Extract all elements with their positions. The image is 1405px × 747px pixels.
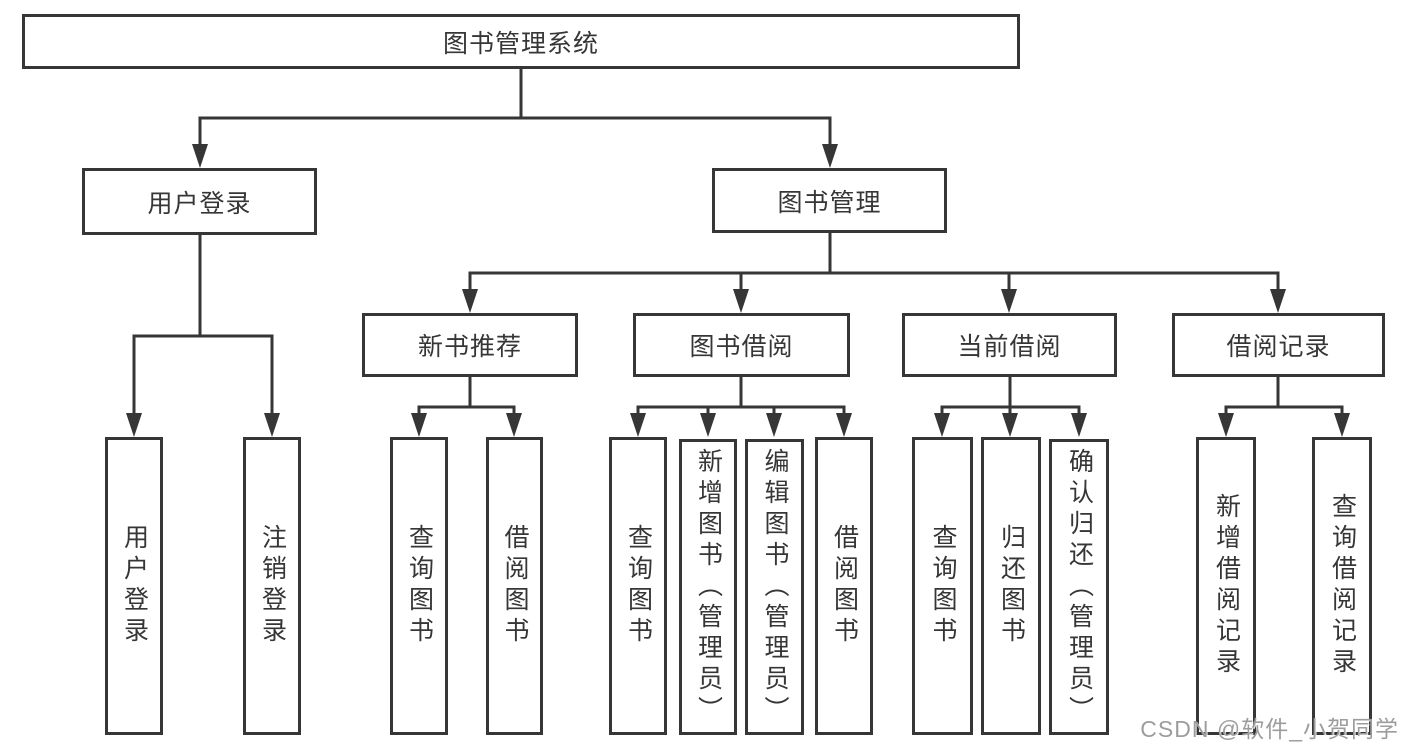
leaf-label: 查询借阅记录: [1328, 493, 1357, 679]
leaf-label: 借阅图书: [501, 524, 529, 648]
leaf-edit-books-admin: 编辑图书（管理员）: [745, 439, 804, 735]
connector-borrowing-to-leaves: [630, 375, 852, 437]
leaf-label: 归还图书: [997, 524, 1026, 648]
leaf-query-books-recommend: 查询图书: [390, 437, 448, 735]
leaf-label: 确认归还（管理员）: [1065, 447, 1094, 727]
leaf-borrow-books-recommend: 借阅图书: [486, 437, 543, 735]
node-library-system: 图书管理系统: [22, 14, 1020, 69]
leaf-label: 查询图书: [929, 524, 957, 648]
leaf-confirm-return-admin: 确认归还（管理员）: [1049, 439, 1109, 735]
node-borrowing-records: 借阅记录: [1172, 313, 1385, 377]
node-new-book-recommendation: 新书推荐: [362, 313, 578, 377]
connector-userlogin-to-children: [126, 233, 280, 437]
leaf-label: 新增图书（管理员）: [694, 447, 723, 727]
connector-bookmgmt-to-level3: [462, 231, 1286, 313]
leaf-logout: 注销登录: [243, 437, 301, 735]
leaf-label: 借阅图书: [830, 524, 859, 648]
connector-root-to-level2: [192, 67, 838, 168]
leaf-query-books-current: 查询图书: [912, 437, 973, 735]
connector-recommend-to-leaves: [411, 375, 522, 437]
leaf-query-borrow-record: 查询借阅记录: [1312, 437, 1372, 735]
connector-records-to-leaves: [1218, 375, 1350, 437]
leaf-return-books: 归还图书: [981, 437, 1041, 735]
node-book-management: 图书管理: [712, 168, 947, 233]
leaf-label: 用户登录: [120, 524, 149, 648]
leaf-borrow-books-borrowing: 借阅图书: [815, 437, 873, 735]
leaf-label: 注销登录: [258, 524, 287, 648]
leaf-query-books-borrowing: 查询图书: [609, 437, 667, 735]
leaf-label: 查询图书: [405, 524, 434, 648]
node-current-borrowing: 当前借阅: [902, 313, 1117, 377]
watermark: CSDN @软件_小贺同学: [1140, 716, 1399, 742]
leaf-label: 新增借阅记录: [1212, 493, 1241, 679]
leaf-add-borrow-record: 新增借阅记录: [1196, 437, 1256, 735]
leaf-add-books-admin: 新增图书（管理员）: [679, 439, 737, 735]
node-book-borrowing: 图书借阅: [633, 313, 850, 377]
connector-current-to-leaves: [934, 375, 1087, 437]
leaf-user-login: 用户登录: [105, 437, 163, 735]
leaf-label: 编辑图书（管理员）: [761, 447, 789, 727]
node-user-login: 用户登录: [82, 168, 317, 235]
leaf-label: 查询图书: [624, 524, 653, 648]
